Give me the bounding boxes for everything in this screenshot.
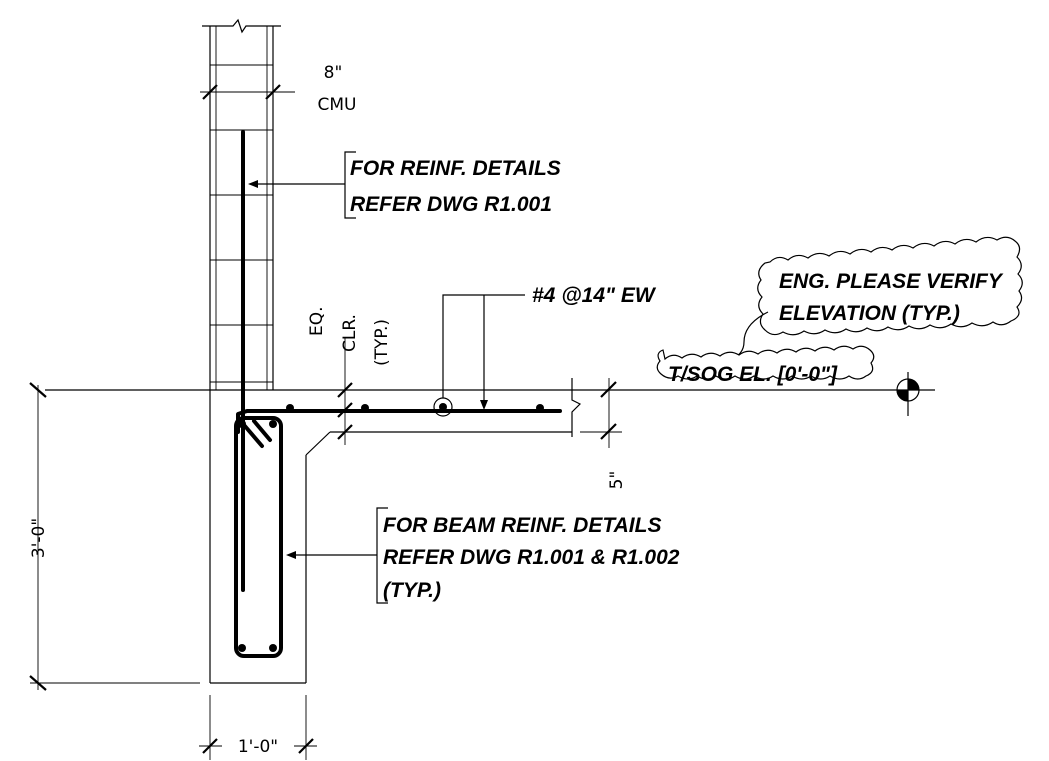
revision-cloud-verify: ENG. PLEASE VERIFY ELEVATION (TYP.) [757,236,1023,336]
clearance-dimension: EQ. CLR. (TYP.) [307,306,392,445]
slab-rebar-label: #4 @14" EW [532,284,657,307]
wall-reinf-line1: FOR REINF. DETAILS [350,157,561,180]
beam-width-dimension: 1'-0" [199,695,317,760]
elevation-target-icon [896,372,920,416]
revision-cloud-line2: ELEVATION (TYP.) [779,302,960,325]
slab-rebar-note: #4 @14" EW [442,284,657,410]
wall-reinf-line2: REFER DWG R1.001 [350,193,552,216]
beam-reinf-line3: (TYP.) [383,579,441,602]
beam-depth-label: 3'-0" [29,518,49,558]
revision-cloud-line1: ENG. PLEASE VERIFY [779,270,1004,293]
revision-cloud-elevation: T/SOG EL. [0'-0"] [656,345,875,386]
concrete-outline [45,378,935,684]
cmu-label: CMU [318,95,357,115]
clearance-label-2: CLR. [340,314,360,352]
slab-thickness-label: 5" [607,471,627,490]
cmu-size-label: 8" [324,63,343,83]
cmu-dimension: 8" CMU [200,63,356,115]
clearance-label-3: (TYP.) [372,319,392,366]
beam-width-label: 1'-0" [238,737,278,757]
wall-reinf-note: FOR REINF. DETAILS REFER DWG R1.001 [248,151,561,219]
beam-reinf-line1: FOR BEAM REINF. DETAILS [383,514,661,537]
beam-reinf-line2: REFER DWG R1.001 & R1.002 [383,546,680,569]
beam-reinf-note: FOR BEAM REINF. DETAILS REFER DWG R1.001… [286,507,680,604]
beam-depth-dimension: 3'-0" [29,382,200,691]
sog-elevation-label: T/SOG EL. [0'-0"] [668,363,838,386]
clearance-label-1: EQ. [307,306,327,336]
slab-thickness-dimension: 5" [580,378,627,489]
